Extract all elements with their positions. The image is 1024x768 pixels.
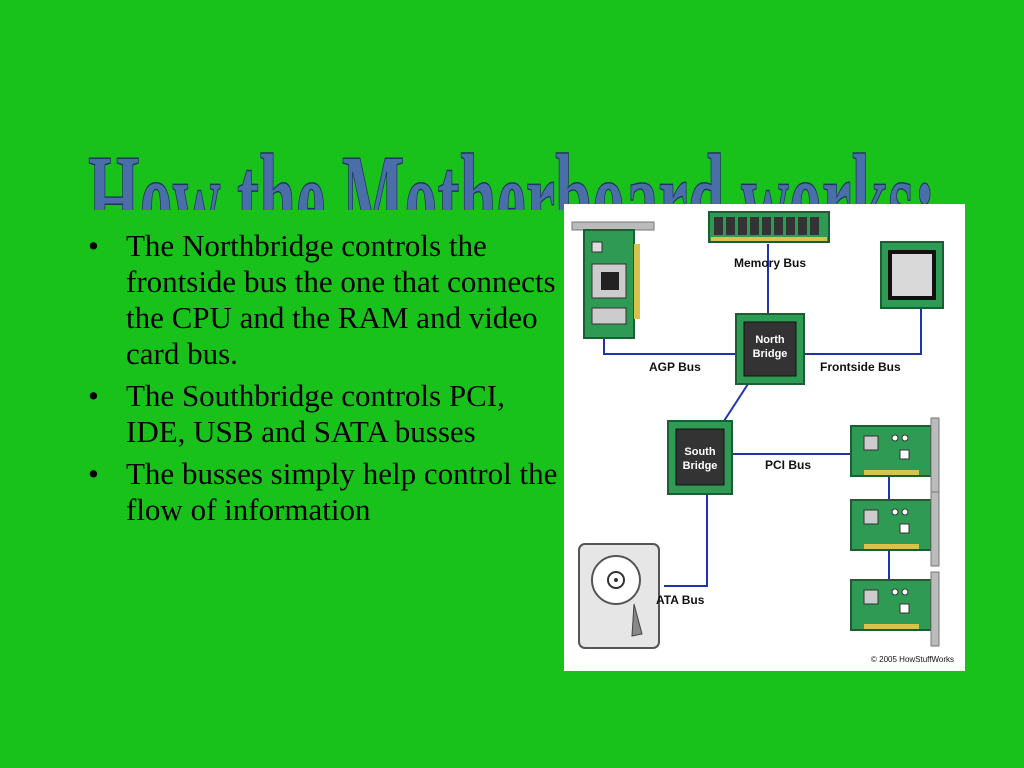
bullet-text: The Southbridge controls PCI, IDE, USB a… bbox=[126, 378, 505, 449]
motherboard-diagram: Memory Bus North Bridge AGP Bus Frontsid… bbox=[564, 204, 965, 671]
bus-lines bbox=[603, 244, 922, 587]
pci-card-icon bbox=[850, 491, 940, 567]
south-bridge-label: Bridge bbox=[683, 460, 718, 472]
bullet-dot-icon: • bbox=[88, 378, 99, 413]
slide-title: How the Motherboard works: bbox=[87, 126, 936, 210]
north-bridge-chip bbox=[735, 313, 805, 385]
ata-bus-line bbox=[664, 494, 708, 587]
memory-icon bbox=[708, 211, 830, 243]
frontside-bus-label: Frontside Bus bbox=[820, 360, 901, 374]
bullet-item: • The Northbridge controls the frontside … bbox=[88, 228, 558, 372]
bullet-text: The Northbridge controls the frontside b… bbox=[126, 228, 556, 371]
north-bridge-label: North bbox=[755, 334, 785, 346]
cpu-icon bbox=[880, 241, 944, 309]
bullet-item: • The busses simply help control the flow… bbox=[88, 456, 558, 528]
copyright-text: © 2005 HowStuffWorks bbox=[871, 655, 954, 664]
south-bridge-label: South bbox=[684, 446, 715, 458]
bullet-text: The busses simply help control the flow … bbox=[126, 456, 558, 527]
agp-bus-line bbox=[603, 334, 736, 355]
pci-card-icon bbox=[850, 417, 940, 493]
bullet-dot-icon: • bbox=[88, 456, 99, 491]
north-bridge-label: Bridge bbox=[753, 348, 788, 360]
frontside-bus-line bbox=[804, 309, 922, 355]
memory-bus-label: Memory Bus bbox=[734, 256, 806, 270]
slide-title-text: How the Motherboard works: bbox=[88, 127, 936, 210]
south-bridge-chip bbox=[667, 420, 733, 495]
video-card-icon bbox=[571, 221, 655, 339]
bullet-dot-icon: • bbox=[88, 228, 99, 263]
pci-bus-label: PCI Bus bbox=[765, 458, 811, 472]
bullet-list: • The Northbridge controls the frontside … bbox=[88, 228, 558, 534]
bullet-item: • The Southbridge controls PCI, IDE, USB … bbox=[88, 378, 558, 450]
agp-bus-label: AGP Bus bbox=[649, 360, 701, 374]
hard-drive-icon bbox=[578, 543, 660, 649]
bridge-link-line bbox=[723, 383, 749, 422]
ata-bus-label: ATA Bus bbox=[656, 593, 705, 607]
pci-card-icon bbox=[850, 571, 940, 647]
